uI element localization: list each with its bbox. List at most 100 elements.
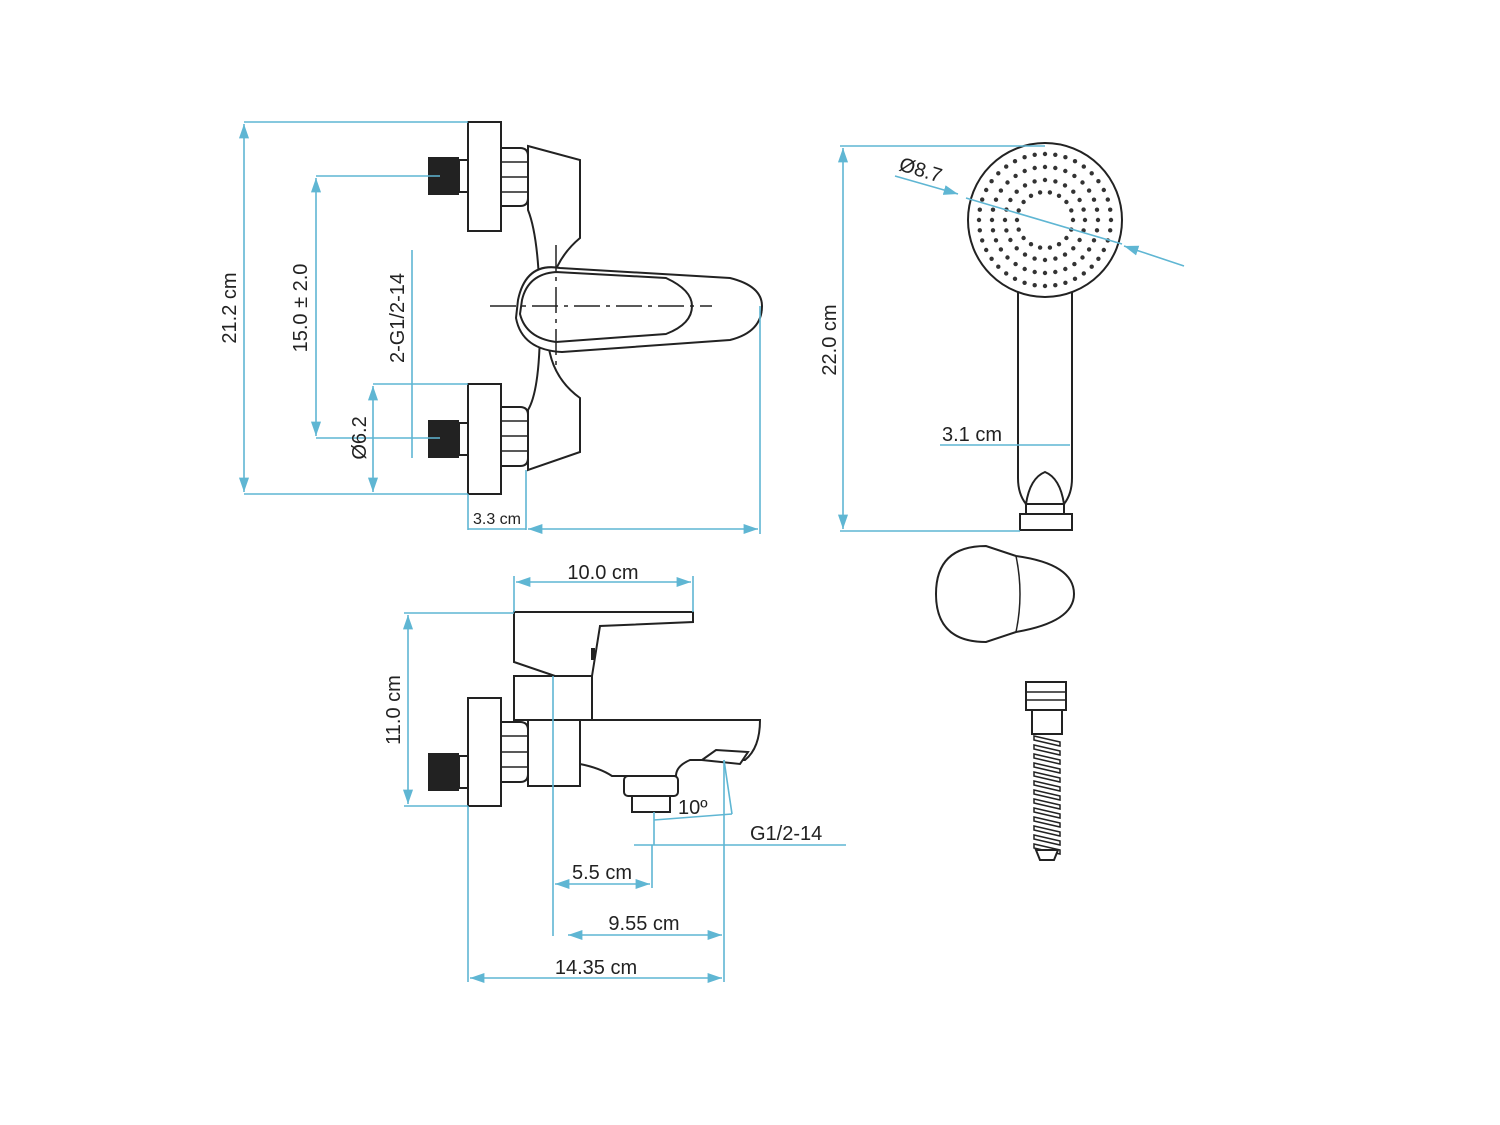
hand-shower [967, 142, 1123, 531]
nozzle-dot [1072, 159, 1078, 164]
nozzle-dot [1032, 283, 1037, 288]
nozzle-dot [1064, 199, 1069, 205]
nozzle-dot [1022, 266, 1027, 272]
aerator [699, 748, 750, 766]
nozzle-dot [1032, 165, 1037, 171]
hose-coil [1033, 807, 1061, 819]
dim-outlet-offset: 5.5 cm [572, 862, 632, 884]
nozzle-dot [1080, 180, 1085, 185]
nozzle-dot [1012, 159, 1018, 164]
nozzle-dot [1063, 168, 1068, 174]
nozzle-dot [990, 207, 996, 212]
nozzle-dot [1091, 238, 1097, 243]
nozzle-dot [1037, 190, 1043, 195]
nozzle-dot [1053, 256, 1058, 261]
nozzle-dot [1101, 247, 1107, 253]
dim-total-depth: 14.35 cm [555, 957, 637, 979]
nozzle-dot [989, 179, 994, 184]
nozzle-dot [977, 207, 982, 212]
front-view-dimensions: 21.2 cm 15.0 ± 2.0 2-G1/2-14 Ø6.2 3.3 cm [219, 121, 761, 535]
hose-coil [1033, 735, 1061, 747]
nozzle-dot [993, 197, 999, 202]
nozzle-dot [1005, 180, 1010, 185]
nozzle-dot [1081, 271, 1087, 276]
mixer-front-view [428, 121, 764, 495]
dim-inlet-thread: 2-G1/2-14 [387, 273, 409, 363]
nozzle-dot [1037, 245, 1043, 250]
hose-coil [1033, 816, 1061, 828]
nozzle-dot [1108, 228, 1113, 233]
nozzle-dot [1032, 152, 1037, 157]
dim-outlet-thread: G1/2-14 [750, 823, 822, 845]
nozzle-dot [1022, 183, 1028, 188]
nozzle-dot [1014, 217, 1020, 223]
dim-shower-length: 22.0 cm [819, 304, 841, 375]
dim-flange-diameter: Ø6.2 [349, 416, 371, 459]
nozzle-dot [1032, 256, 1037, 261]
nozzle-dot [1053, 269, 1058, 275]
dim-lever-length: 10.0 cm [567, 562, 638, 584]
nozzle-dot [1062, 183, 1068, 188]
nozzle-dot [1063, 155, 1068, 160]
nozzle-dot [1053, 283, 1058, 288]
nozzle-dot [990, 228, 996, 233]
nozzle-dot [1042, 177, 1048, 183]
bottom-thread-nipple [428, 420, 459, 458]
nozzle-dot [1081, 228, 1086, 233]
dim-inlet-spacing: 15.0 ± 2.0 [290, 264, 312, 353]
side-wall-flange [467, 697, 502, 807]
nozzle-dot [1091, 197, 1097, 202]
hose-coil [1033, 825, 1061, 837]
nozzle-dot [980, 197, 985, 202]
wall-holder [934, 544, 1076, 644]
nozzle-dot [1053, 152, 1058, 157]
nozzle-dot [1028, 193, 1034, 198]
outlet-thread [631, 795, 671, 813]
nozzle-dot [1077, 197, 1082, 203]
hose-coils [1033, 735, 1061, 861]
nozzle-dot [1089, 171, 1094, 176]
nozzle-dot [1004, 271, 1009, 276]
nozzle-dot [980, 238, 985, 243]
spout [579, 719, 762, 777]
nozzle-dot [1072, 276, 1078, 281]
nozzle-dot [1063, 280, 1068, 285]
nozzle-dot [1094, 228, 1100, 233]
nozzle-dot [998, 247, 1004, 252]
nozzle-dot [1008, 197, 1013, 203]
nozzle-dot [1072, 173, 1077, 179]
side-thread-nipple [428, 753, 459, 791]
nozzle-dot [998, 188, 1004, 193]
nozzle-dot [1014, 189, 1019, 194]
nozzle-dot [1064, 235, 1069, 241]
nozzle-dot [1008, 237, 1013, 243]
nozzle-dot [1014, 246, 1019, 251]
nozzle-dot [1101, 187, 1107, 193]
nozzle-dot [989, 256, 994, 261]
nozzle-dot [1096, 256, 1101, 261]
hose-nut [1025, 681, 1067, 711]
nozzle-dot [1042, 270, 1048, 276]
hose-coil [1033, 762, 1061, 774]
nozzle-dot [1021, 235, 1026, 241]
nozzle-dot [1071, 189, 1076, 194]
mixer-side-view [428, 611, 762, 813]
nozzle-dot [1053, 165, 1058, 171]
shower-connector [1019, 513, 1073, 531]
nozzle-dot [1089, 264, 1094, 269]
nozzle-dot [1095, 217, 1101, 223]
nozzle-dot [1094, 207, 1100, 212]
nozzle-dot [1086, 188, 1092, 193]
nozzle-dot [976, 217, 982, 223]
nozzle-dot [1016, 227, 1021, 232]
hose-ferrule [1031, 709, 1063, 735]
side-view-dimensions: 10.0 cm 11.0 cm 10º G1/2-14 5.5 cm 9.55 … [383, 562, 846, 984]
nozzle-dot [989, 217, 995, 223]
nozzle-dot [1032, 269, 1037, 275]
dim-total-height: 21.2 cm [219, 272, 241, 343]
nozzle-dot [1004, 164, 1009, 169]
nozzle-dot [1022, 155, 1027, 160]
dim-head-diameter: Ø8.7 [897, 154, 945, 188]
shower-nozzles [976, 151, 1114, 289]
